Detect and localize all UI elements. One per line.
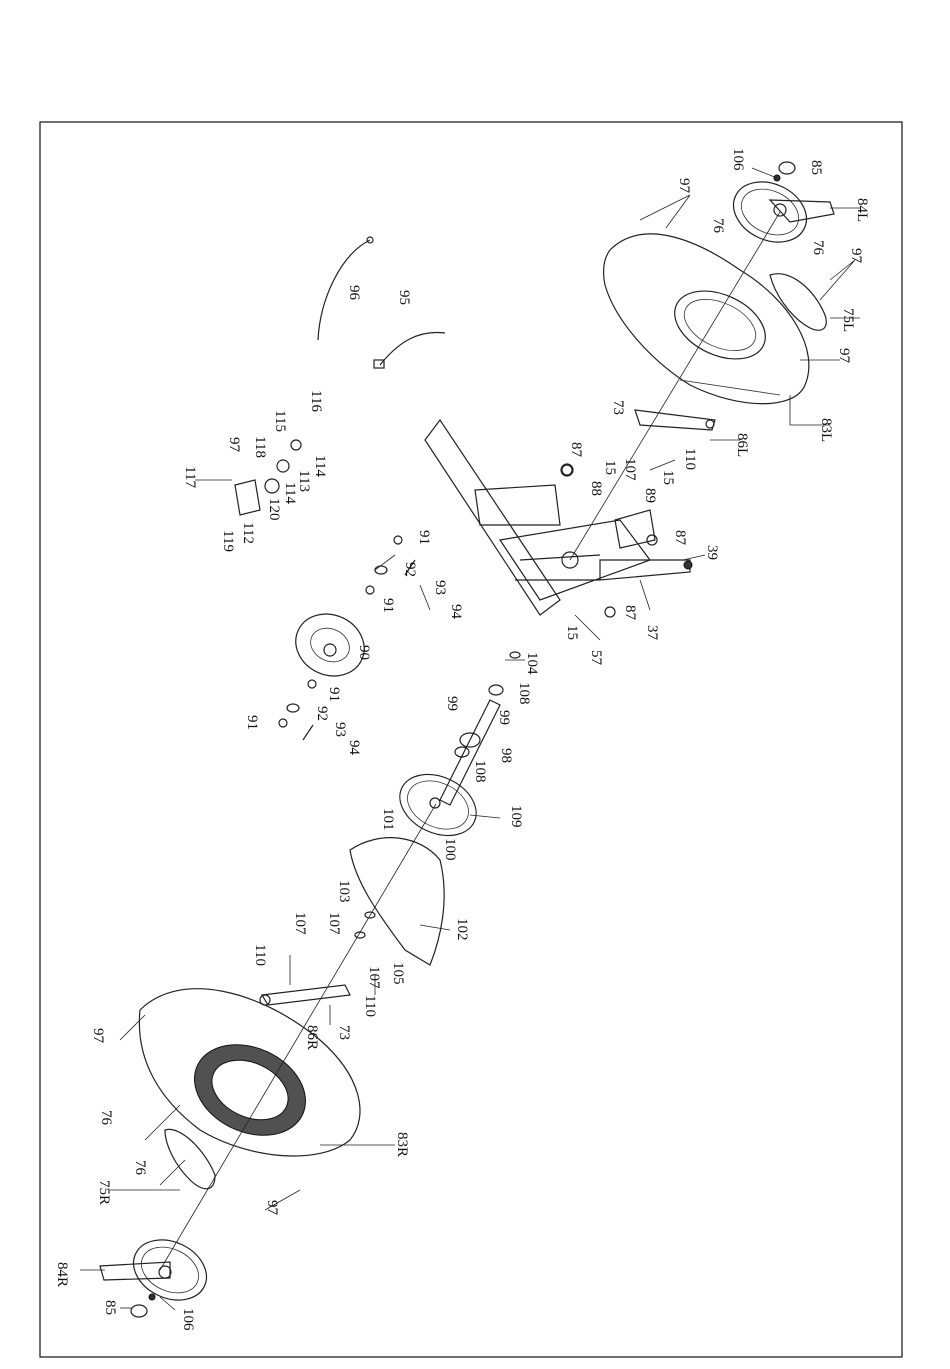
label-91b: 91 bbox=[380, 598, 396, 613]
label-15a: 15 bbox=[602, 460, 618, 475]
label-115: 115 bbox=[272, 410, 288, 432]
label-91a: 91 bbox=[416, 530, 432, 545]
label-94a: 94 bbox=[448, 604, 464, 620]
label-85a: 85 bbox=[808, 160, 824, 175]
label-73a: 73 bbox=[610, 400, 626, 415]
label-109: 109 bbox=[508, 805, 524, 828]
label-37: 37 bbox=[644, 625, 660, 641]
label-119: 119 bbox=[220, 530, 236, 552]
label-104: 104 bbox=[524, 652, 540, 675]
label-93b: 93 bbox=[332, 722, 348, 737]
label-87a: 87 bbox=[568, 442, 584, 458]
crank-axle bbox=[440, 700, 500, 805]
label-101: 101 bbox=[380, 808, 396, 831]
label-90: 90 bbox=[356, 645, 372, 660]
label-94b: 94 bbox=[346, 740, 362, 756]
label-97f: 97 bbox=[264, 1200, 280, 1216]
label-91d: 91 bbox=[244, 715, 260, 730]
label-85b: 85 bbox=[102, 1300, 118, 1315]
pedal-cap-right bbox=[131, 1294, 155, 1317]
label-86R: 86R bbox=[304, 1025, 320, 1050]
label-84R: 84R bbox=[54, 1262, 70, 1287]
label-87c: 87 bbox=[622, 605, 638, 621]
pedal-cap-left bbox=[774, 162, 795, 181]
label-73b: 73 bbox=[336, 1025, 352, 1040]
label-114b: 114 bbox=[282, 482, 298, 504]
label-76a: 76 bbox=[710, 218, 726, 234]
label-103: 103 bbox=[336, 880, 352, 903]
label-118: 118 bbox=[252, 436, 268, 458]
label-114a: 114 bbox=[312, 455, 328, 477]
label-98: 98 bbox=[498, 748, 514, 763]
label-95: 95 bbox=[396, 290, 412, 305]
label-102: 102 bbox=[454, 918, 470, 941]
label-76c: 76 bbox=[98, 1110, 114, 1126]
label-110c: 110 bbox=[362, 995, 378, 1017]
small-cover-right bbox=[165, 1129, 215, 1188]
label-97c: 97 bbox=[836, 348, 852, 364]
label-88: 88 bbox=[588, 481, 604, 496]
label-105: 105 bbox=[390, 962, 406, 985]
label-117: 117 bbox=[182, 466, 198, 488]
label-15c: 15 bbox=[564, 625, 580, 640]
label-15b: 15 bbox=[660, 470, 676, 485]
label-76b: 76 bbox=[810, 240, 826, 256]
label-91c: 91 bbox=[326, 687, 342, 702]
drawing-border bbox=[40, 122, 902, 1357]
drive-pulley bbox=[390, 763, 486, 848]
label-97d: 97 bbox=[226, 437, 242, 453]
label-106b: 106 bbox=[180, 1308, 196, 1331]
label-99b: 99 bbox=[496, 710, 512, 725]
label-84L: 84L bbox=[854, 198, 870, 222]
small-cover-left bbox=[770, 274, 826, 331]
label-96: 96 bbox=[346, 285, 362, 301]
rear-stabilizer bbox=[600, 560, 692, 580]
label-107b: 107 bbox=[292, 912, 308, 935]
label-83L: 83L bbox=[818, 418, 834, 442]
label-92a: 92 bbox=[402, 562, 418, 577]
label-108b: 108 bbox=[472, 760, 488, 783]
label-87b: 87 bbox=[672, 530, 688, 546]
label-75L: 75L bbox=[840, 308, 856, 332]
label-99a: 99 bbox=[444, 696, 460, 711]
label-75R: 75R bbox=[96, 1180, 112, 1205]
label-97a: 97 bbox=[676, 178, 692, 194]
pedal-arm-left bbox=[635, 410, 715, 430]
cover-right bbox=[139, 989, 360, 1156]
label-110a: 110 bbox=[682, 448, 698, 470]
tension-cable bbox=[318, 237, 373, 340]
washers bbox=[355, 912, 375, 938]
pedal-arm-right bbox=[260, 985, 350, 1005]
label-39: 39 bbox=[704, 545, 720, 560]
label-110b: 110 bbox=[252, 944, 268, 966]
label-57: 57 bbox=[588, 650, 604, 666]
label-106a: 106 bbox=[730, 148, 746, 171]
label-92b: 92 bbox=[314, 706, 330, 721]
flywheel-axle-hardware-lower bbox=[279, 680, 316, 740]
label-108a: 108 bbox=[516, 682, 532, 705]
label-107a: 107 bbox=[622, 458, 638, 481]
part-labels: 106 85 97 84L 76 76 97 75L 97 96 95 73 8… bbox=[54, 148, 870, 1331]
belt-guard bbox=[350, 838, 444, 965]
crank-arm-right bbox=[100, 1229, 216, 1312]
motor-bracket bbox=[615, 510, 655, 548]
label-89: 89 bbox=[642, 488, 658, 503]
label-112: 112 bbox=[240, 522, 256, 544]
label-97e: 97 bbox=[90, 1028, 106, 1044]
label-97b: 97 bbox=[848, 248, 864, 264]
main-frame bbox=[425, 420, 650, 615]
cover-left bbox=[604, 234, 809, 404]
label-83R: 83R bbox=[394, 1132, 410, 1157]
label-100: 100 bbox=[442, 838, 458, 861]
label-93a: 93 bbox=[432, 580, 448, 595]
label-86L: 86L bbox=[734, 433, 750, 457]
label-120: 120 bbox=[266, 498, 282, 521]
label-107c: 107 bbox=[326, 912, 342, 935]
label-116: 116 bbox=[308, 390, 324, 412]
label-76d: 76 bbox=[132, 1160, 148, 1176]
sensor-wire bbox=[374, 332, 445, 368]
label-107d: 107 bbox=[366, 966, 382, 989]
